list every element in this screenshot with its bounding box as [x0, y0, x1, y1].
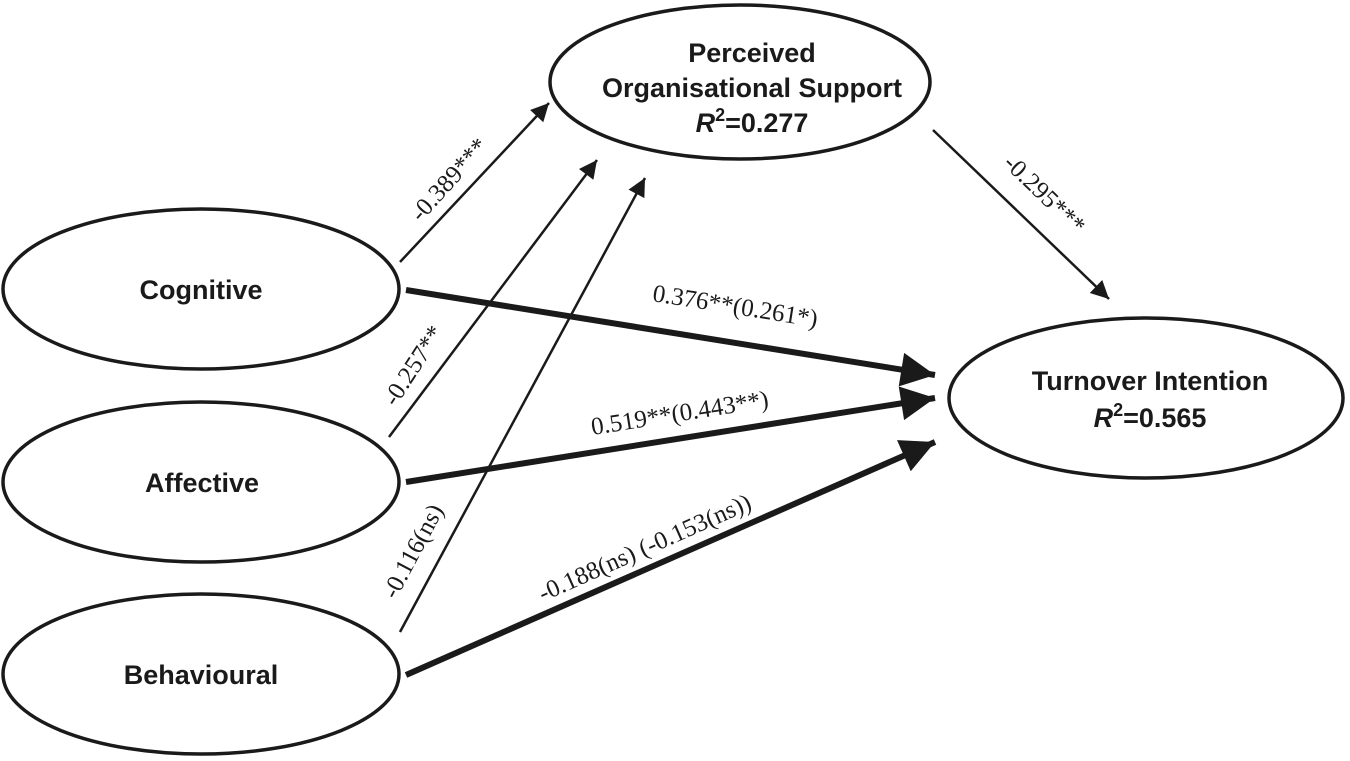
r2-value: =0.565 [1123, 403, 1206, 433]
node-behavioural-label: Behavioural [124, 660, 279, 690]
r2-exponent: 2 [1113, 400, 1123, 420]
edge-affective-to-pos [388, 159, 598, 438]
node-turnover-line1: Turnover Intention [1032, 366, 1269, 396]
label-cognitive-to-turnover: 0.376**(0.261*) [651, 280, 820, 333]
node-pos-r2: R2=0.277 [696, 105, 809, 138]
label-affective-to-pos: -0.257** [378, 321, 449, 411]
edge-cognitive-to-turnover [405, 287, 936, 387]
node-turnover-r2: R2=0.565 [1094, 400, 1207, 433]
label-cognitive-to-pos: -0.389*** [405, 133, 493, 227]
r2-symbol: R [696, 108, 716, 138]
node-behavioural: Behavioural [1, 592, 401, 756]
r2-exponent: 2 [715, 105, 725, 125]
r2-value: =0.277 [725, 108, 808, 138]
label-affective-to-turnover: 0.519**(0.443**) [589, 386, 770, 441]
label-pos-to-turnover: -0.295*** [998, 149, 1090, 239]
node-affective-ellipse [1, 400, 401, 564]
node-turnover: Turnover Intention R2=0.565 [947, 316, 1345, 480]
r2-symbol: R [1094, 403, 1114, 433]
node-cognitive-label: Cognitive [139, 275, 262, 305]
node-affective: Affective [1, 400, 401, 564]
node-pos-line2: Organisational Support [602, 73, 902, 103]
node-pos: Perceived Organisational Support R2=0.27… [548, 3, 932, 161]
node-cognitive: Cognitive [1, 207, 401, 371]
node-behavioural-ellipse [1, 592, 401, 756]
node-pos-line1: Perceived [688, 38, 816, 68]
edge-pos-to-turnover [932, 129, 1110, 300]
node-cognitive-ellipse [1, 207, 401, 371]
node-affective-label: Affective [145, 468, 259, 498]
edge-behavioural-to-pos [398, 177, 647, 633]
edge-cognitive-to-pos [399, 102, 550, 263]
node-pos-ellipse [548, 3, 932, 161]
label-behavioural-to-turnover: -0.188(ns) (-0.153(ns)) [534, 489, 755, 607]
edge-behavioural-to-turnover [404, 439, 937, 678]
edge-affective-to-turnover [405, 386, 936, 485]
label-behavioural-to-pos: -0.116(ns) [377, 500, 449, 603]
node-turnover-ellipse [947, 316, 1345, 480]
